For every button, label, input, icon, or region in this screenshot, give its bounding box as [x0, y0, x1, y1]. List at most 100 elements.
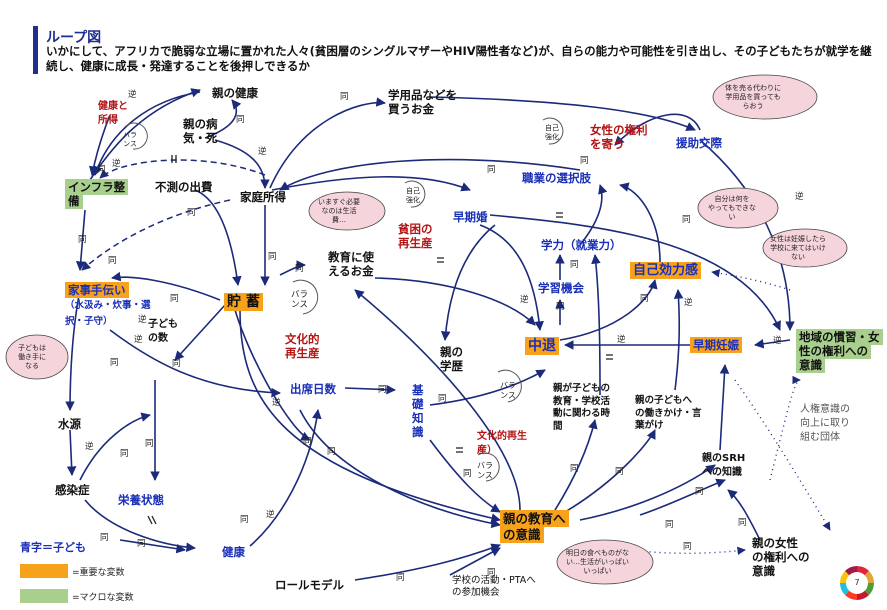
node-text: 気・死: [183, 131, 218, 145]
cloud-line: 学用品を買っても: [725, 93, 781, 101]
edge-label-reverse: 逆: [684, 298, 693, 308]
edge-label-same: 同: [340, 92, 349, 102]
edge: [727, 489, 761, 541]
node-text: 親の病: [183, 117, 218, 131]
cloud-text: 子どもは働き手になる: [18, 344, 46, 371]
edge-label-same: 同: [378, 385, 387, 395]
edge-label-same: 同: [120, 449, 129, 459]
node-text: 学歴: [440, 359, 463, 373]
cloud-line: 子どもは: [18, 344, 46, 352]
node-text: （水汲み・炊事・選: [65, 300, 151, 311]
edge-label-same: 同: [172, 359, 181, 369]
node-cultural-reproduction-2: 文化的再生産）: [477, 430, 527, 458]
node-self-efficacy: 自己効力感: [630, 262, 702, 279]
node-learning-opportunity: 学習機会: [538, 281, 584, 295]
edge: [234, 309, 311, 441]
edge-label-reverse: 逆: [138, 315, 147, 325]
node-text: 親の子どもへ: [635, 395, 693, 406]
edge: [249, 409, 322, 547]
edge: [449, 547, 501, 576]
edge: [279, 260, 306, 276]
loop-text: ンス: [477, 471, 493, 480]
edge-label-same: 同: [738, 518, 747, 528]
balance-loop-label: バランス: [500, 381, 516, 401]
edge: [214, 139, 270, 189]
edge: [109, 329, 281, 398]
cloud-line: ない: [791, 253, 805, 261]
node-text: 学用品などを: [388, 88, 457, 102]
edge-label-same: 同: [683, 542, 692, 552]
edge-label-same: 同: [145, 439, 154, 449]
balance-loop-label: バランス: [477, 461, 493, 481]
delay-mark: [456, 447, 463, 453]
node-parent-involvement: 親が子どもの教育・学校活動に関わる時間: [553, 383, 610, 433]
cloud-line: 女性は妊娠したら: [770, 235, 826, 243]
edge: [479, 224, 544, 331]
node-text: 間: [553, 420, 563, 432]
edge: [354, 289, 521, 511]
node-text: 家事手伝い: [65, 282, 129, 298]
thought-cloud: [712, 74, 818, 120]
loop-symbol: [477, 452, 500, 482]
edge-label-reverse: 逆: [134, 335, 143, 345]
loop-text: 自己: [406, 187, 420, 195]
node-text: の数: [148, 333, 168, 344]
edge-label-same: 同: [187, 208, 196, 218]
edge-label-same: 同: [682, 215, 691, 225]
node-text: 向上に取り: [800, 418, 850, 429]
edge: [354, 543, 501, 581]
node-mother-rights: 親の女性の権利への意識: [752, 536, 810, 578]
node-human-rights-org: 人権意識の向上に取り組む団体: [800, 403, 850, 445]
node-water-source: 水源: [58, 417, 81, 431]
node-savings: 貯 蓄: [224, 293, 263, 311]
node-text: を寄う: [590, 137, 625, 151]
cloud-line: なる: [25, 362, 39, 370]
edge: [614, 113, 701, 146]
edge-label-reverse: 逆: [617, 335, 626, 345]
loop-text: ンス: [500, 391, 516, 400]
node-text: 親の教育へ: [500, 510, 569, 527]
node-text: 知: [412, 411, 424, 425]
edge-label-same: 同: [303, 437, 312, 447]
thought-cloud: [308, 191, 386, 231]
edge-label-same: 同: [396, 573, 405, 583]
node-text: 学校の活動・PTAへ: [452, 575, 536, 586]
cloud-line: らおう: [742, 102, 764, 110]
edge: [79, 412, 151, 481]
node-text: 親の: [440, 345, 463, 359]
edge: [579, 184, 608, 246]
cloud-text: 女性は妊娠したら学校に来てはいけない: [770, 235, 826, 262]
delay-mark: [606, 354, 613, 360]
loop-symbol: [404, 180, 426, 208]
node-parent-talk: 親の子どもへの働きかけ・言葉がけ: [635, 395, 702, 433]
node-text: 動に関わる時: [553, 408, 611, 419]
edge-label-same: 同: [695, 487, 704, 497]
node-text: 貯 蓄: [224, 293, 263, 311]
edge: [429, 369, 546, 406]
edge: [344, 384, 396, 395]
node-text: 所得: [98, 115, 118, 126]
edge-label-reverse: 逆: [795, 192, 804, 202]
edge-dashed: [81, 199, 231, 271]
edge-label-same: 同: [463, 469, 472, 479]
cloud-line: 働き手に: [18, 353, 46, 361]
edge: [65, 289, 81, 411]
edge: [639, 478, 726, 516]
node-text: インフラ整: [65, 179, 129, 195]
thought-cloud: [762, 228, 848, 268]
page-title: ループ図: [46, 30, 102, 46]
node-education-money: 教育に使えるお金: [328, 250, 374, 278]
cloud-line: い: [728, 213, 736, 221]
node-role-model: ロールモデル: [275, 578, 344, 592]
node-text: 中退: [525, 337, 559, 355]
cloud-line: 体を売る代わりに: [725, 84, 781, 92]
legend-swatch-macro: [20, 589, 68, 603]
node-text: の意識: [500, 526, 544, 543]
cloud-line: いっぱい: [583, 567, 612, 575]
node-text: 自己効力感: [630, 262, 702, 279]
node-job-choice: 職業の選択肢: [522, 171, 591, 185]
node-parent-edu-awareness: 親の教育への意識: [500, 510, 569, 543]
edge: [204, 99, 242, 139]
edge: [269, 97, 386, 189]
